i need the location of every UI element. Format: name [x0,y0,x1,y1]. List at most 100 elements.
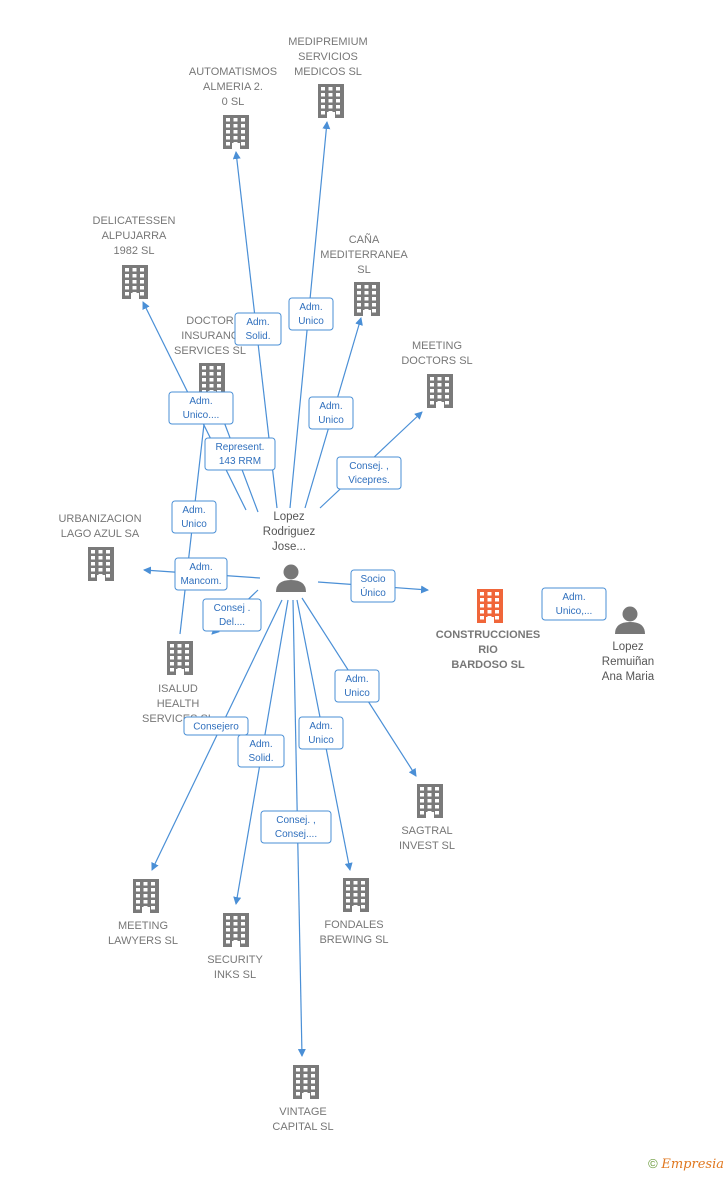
edge-label-meeting-doctors[interactable]: Consej. ,Vicepres. [336,456,402,490]
edge-label-line: Unico [298,316,324,327]
edge-label-line: Unico [181,519,207,530]
company-label-urbanizacion-line: LAGO AZUL SA [61,528,140,540]
edge-label-isalud[interactable]: Consej .Del.... [202,598,262,632]
building-icon [88,547,114,581]
company-node-security[interactable]: SECURITY INKS SL [207,913,263,981]
edge-label-sagtral[interactable]: Adm.Unico [334,669,380,703]
edge-label-line: Solid. [245,331,270,342]
company-node-meeting-doctors[interactable]: MEETING DOCTORS SL [401,340,473,408]
building-icon [318,84,344,118]
edge-label-other-person[interactable]: Adm.Unico,... [541,587,607,621]
edge-label-line: Consej . [214,603,251,614]
company-label-urbanizacion-line: URBANIZACION [58,513,141,525]
company-label-medipremium-line: MEDIPREMIUM [288,36,367,48]
company-label-delicatessen-line: ALPUJARRA [102,230,167,242]
edge-label-text: Adm. Unico [181,505,207,530]
company-label-fondales-line: FONDALES [324,919,383,931]
company-node-medipremium[interactable]: MEDIPREMIUM SERVICIOS MEDICOS SL [288,36,368,118]
edge-label-line: Adm. [562,592,585,603]
company-label-cana-line: CAÑA [349,233,380,246]
edge-label-urbanizacion[interactable]: Adm.Mancom. [174,557,228,591]
edge-label-line: Adm. [319,401,342,412]
company-label-urbanizacion: URBANIZACION LAGO AZUL SA [58,513,141,540]
edge-label-text: Consej .Del.... [214,603,251,628]
company-label-medipremium-line: MEDICOS SL [294,66,362,78]
other-person-label-line: Ana Maria [602,671,655,683]
company-label-doctor-line: SERVICES SL [174,345,246,357]
edge-label-medipremium[interactable]: Adm. Unico [288,297,334,331]
edge-label-line: Consej. , [276,815,315,826]
company-label-delicatessen-line: 1982 SL [114,245,155,257]
company-label-doctor-line: DOCTOR [186,315,234,327]
edge-label-text: Adm.Unico [318,401,344,426]
company-label-isalud-line: ISALUD [158,683,198,695]
company-label-security-line: SECURITY [207,954,263,966]
company-label-meeting-doctors-line: DOCTORS SL [401,355,472,367]
edge-label-line: Unico [308,735,334,746]
edge-label-text: Adm.Solid. [248,739,273,764]
edge-label-line: Adm. [299,302,322,313]
edge-label-line: Socio [360,574,385,585]
building-icon [223,115,249,149]
building-icon [477,589,503,623]
edge-label-delicatessen[interactable]: Adm.Unico.... [168,391,234,425]
company-label-construcciones-line: BARDOSO SL [451,659,525,671]
edge-label-doctor[interactable]: Adm. Unico [171,500,217,534]
building-icon [133,879,159,913]
company-node-urbanizacion[interactable]: URBANIZACION LAGO AZUL SA [58,513,142,581]
company-label-meeting-doctors-line: MEETING [412,340,462,352]
edge-label-line: Adm. [182,505,205,516]
edge-label-text: Consejero [193,722,239,733]
company-label-isalud-line: HEALTH [157,698,200,710]
edge-label-fondales[interactable]: Adm.Unico [298,716,344,750]
edge-label-meeting-lawyers[interactable]: Consejero [183,716,249,736]
company-label-meeting-lawyers-line: LAWYERS SL [108,935,178,947]
other-person-label-line: Lopez [612,641,644,653]
company-label-security: SECURITY INKS SL [207,954,263,981]
edge-label-text: Represent.143 RRM [216,442,265,467]
company-node-doctor[interactable]: DOCTOR INSURANC SERVICES SL [174,315,246,397]
company-label-medipremium-line: SERVICIOS [298,51,358,63]
edge-label-cana[interactable]: Adm.Unico [308,396,354,430]
building-icon [122,265,148,299]
edge-label-text: Adm.Unico [344,674,370,699]
company-label-doctor-line: INSURANC [181,330,239,342]
building-icon [223,913,249,947]
center-person-label-line: Jose... [272,541,306,553]
company-label-construcciones-line: CONSTRUCCIONES [436,629,541,641]
edge-label-line: Unico [344,688,370,699]
company-label-sagtral-line: INVEST SL [399,840,455,852]
building-icon [293,1065,319,1099]
company-label-automatismos-line: 0 SL [222,96,245,108]
building-icon [167,641,193,675]
edge-label-automatismos[interactable]: Adm.Solid. [234,312,282,346]
edge-label-represent[interactable]: Represent.143 RRM [204,437,276,471]
edge-label-vintage[interactable]: Consej. ,Consej.... [260,810,332,844]
company-label-security-line: INKS SL [214,969,256,981]
edge-label-text: Adm.Unico,... [556,592,593,617]
edge-label-security[interactable]: Adm.Solid. [237,734,285,768]
